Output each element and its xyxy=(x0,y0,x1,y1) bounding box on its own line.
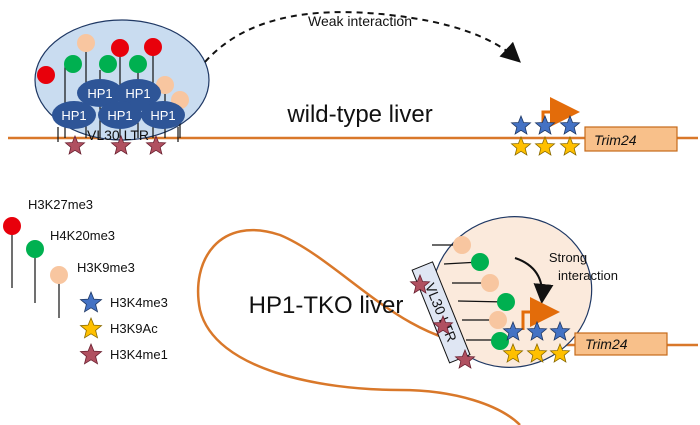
wt-trim24-gene-box xyxy=(584,126,678,152)
interaction-label: interaction xyxy=(558,268,618,283)
legend-label: H3K27me3 xyxy=(28,197,93,212)
star-icon xyxy=(502,320,524,341)
tko-h3k9ac-stars xyxy=(502,342,571,363)
legend-label: H3K9Ac xyxy=(110,321,158,336)
legend-label: H3K4me1 xyxy=(110,347,168,362)
tko-trim24-label: Trim24 xyxy=(585,336,628,352)
hp1-label: HP1 xyxy=(107,108,132,123)
wild-type-title: wild-type liver xyxy=(286,101,432,128)
star-icon xyxy=(510,114,532,135)
wt-h3k4me1-stars xyxy=(64,134,167,155)
wt-h3k4me3-stars xyxy=(510,114,581,135)
star-icon xyxy=(534,114,556,135)
star-icon xyxy=(549,320,571,341)
wt-h4k20me3-dot xyxy=(99,55,117,73)
tko-h3k9me3-dot xyxy=(453,236,471,254)
legend-label: H4K20me3 xyxy=(50,228,115,243)
yellow-star-icon xyxy=(79,316,103,339)
star-icon xyxy=(559,114,581,135)
star-icon xyxy=(526,320,548,341)
red-lollipop-icon xyxy=(3,217,21,235)
wt-h3k27me3-dot xyxy=(111,39,129,57)
blue-star-icon xyxy=(79,290,103,313)
wt-h4k20me3-dot xyxy=(129,55,147,73)
wt-h3k9me3-dot xyxy=(156,76,174,94)
weak-interaction-arrow xyxy=(204,11,521,63)
star-icon xyxy=(110,134,132,155)
green-lollipop-icon xyxy=(26,240,44,258)
star-icon xyxy=(549,342,571,363)
tko-tss-arrow xyxy=(521,297,560,330)
wild-type-panel: HP1 HP1 HP1 HP1 HP1 VL30 LTR Weak intera… xyxy=(8,11,698,156)
hp1-tko-panel: VL30 LTR Strong interaction xyxy=(196,216,698,425)
strong-label: Strong xyxy=(549,250,587,265)
tko-h3k9me3-dot xyxy=(489,311,507,329)
legend-label: H3K9me3 xyxy=(77,260,135,275)
wt-histone-marks xyxy=(37,34,189,109)
hp1-label: HP1 xyxy=(61,108,86,123)
wt-vl30-ltr-element: VL30 LTR xyxy=(57,127,179,143)
star-icon xyxy=(409,273,431,294)
tko-h4k20me3-dot xyxy=(497,293,515,311)
tko-histone-marks xyxy=(453,236,515,350)
star-icon xyxy=(559,135,581,156)
peach-lollipop-icon xyxy=(50,266,68,284)
tko-h4k20me3-dot xyxy=(471,253,489,271)
wt-trim24-label: Trim24 xyxy=(594,132,637,148)
star-icon xyxy=(510,135,532,156)
wt-h3k27me3-dot xyxy=(144,38,162,56)
maroon-star-icon xyxy=(79,342,103,365)
weak-interaction-label: Weak interaction xyxy=(308,13,412,29)
star-icon xyxy=(432,314,454,335)
star-icon xyxy=(526,342,548,363)
hp1-label: HP1 xyxy=(125,86,150,101)
tko-h4k20me3-dot xyxy=(491,332,509,350)
wt-ltr-label: VL30 LTR xyxy=(87,127,149,143)
star-icon xyxy=(64,134,86,155)
wt-h3k9me3-dot xyxy=(77,34,95,52)
star-icon xyxy=(534,135,556,156)
star-icon xyxy=(145,134,167,155)
star-icon xyxy=(502,342,524,363)
tko-h3k4me1-stars xyxy=(409,273,476,369)
tko-dna-loop xyxy=(196,228,698,425)
hp1-label: HP1 xyxy=(150,108,175,123)
strong-interaction-arrow xyxy=(514,257,554,304)
tko-trim24-gene-box xyxy=(574,332,668,356)
star-icon xyxy=(454,348,476,369)
wt-h3k27me3-dot xyxy=(37,66,55,84)
legend: H3K27me3 H4K20me3 H3K9me3 H3K4me3 H3K9Ac… xyxy=(3,197,168,365)
tko-h3k9me3-dot xyxy=(481,274,499,292)
wt-hp1-proteins: HP1 HP1 HP1 HP1 HP1 xyxy=(52,79,185,129)
legend-label: H3K4me3 xyxy=(110,295,168,310)
hp1-tko-title: HP1-TKO liver xyxy=(249,292,404,319)
wt-h3k9ac-stars xyxy=(510,135,581,156)
tko-h3k4me3-stars xyxy=(502,320,571,341)
hp1-label: HP1 xyxy=(87,86,112,101)
wt-h4k20me3-dot xyxy=(64,55,82,73)
